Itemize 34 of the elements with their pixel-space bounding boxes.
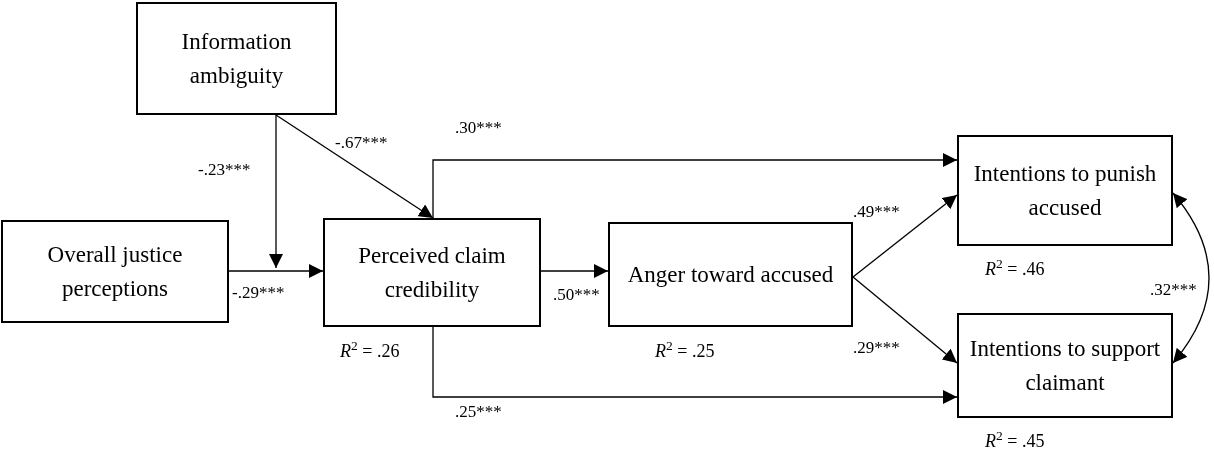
path-coefficient: -.29*** [232, 283, 285, 303]
variable-name: Intentions to support claimant [968, 334, 1162, 397]
path-coefficient: .25*** [455, 402, 502, 422]
path-coefficient: .32*** [1150, 280, 1197, 300]
variable-box [957, 135, 1173, 246]
arrow [540, 264, 609, 278]
arrow [1172, 192, 1210, 364]
path-coefficient: .30*** [455, 118, 502, 138]
path-coefficient: .29*** [853, 338, 900, 358]
arrow [269, 114, 283, 269]
variable-name: Intentions to punish accused [972, 159, 1158, 222]
r-squared-label: R$^{2}$ = .26 [340, 340, 400, 362]
path-coefficient: .50*** [553, 285, 600, 305]
r-squared-label: R$^{2}$ = .25 [655, 340, 715, 362]
arrow [275, 114, 434, 219]
variable-box [957, 313, 1173, 418]
arrow [432, 153, 958, 219]
arrow [852, 194, 958, 278]
arrow [852, 276, 958, 364]
variable-name: Perceived claim credibility [357, 241, 507, 304]
variable-name: Information ambiguity [180, 27, 293, 90]
path-coefficient: .49*** [853, 202, 900, 222]
variable-box [608, 222, 853, 327]
path-coefficient: -.67*** [335, 133, 388, 153]
arrow [432, 326, 958, 404]
variable-name: Anger toward accused [627, 260, 834, 289]
arrow [228, 264, 324, 278]
variable-box [323, 218, 541, 327]
variable-name: Overall justice perceptions [46, 240, 184, 303]
r-squared-label: R$^{2}$ = .46 [985, 258, 1045, 280]
r-squared-label: R$^{2}$ = .45 [985, 430, 1045, 452]
variable-box [1, 220, 229, 323]
variable-box [136, 2, 337, 115]
path-coefficient: -.23*** [198, 160, 251, 180]
